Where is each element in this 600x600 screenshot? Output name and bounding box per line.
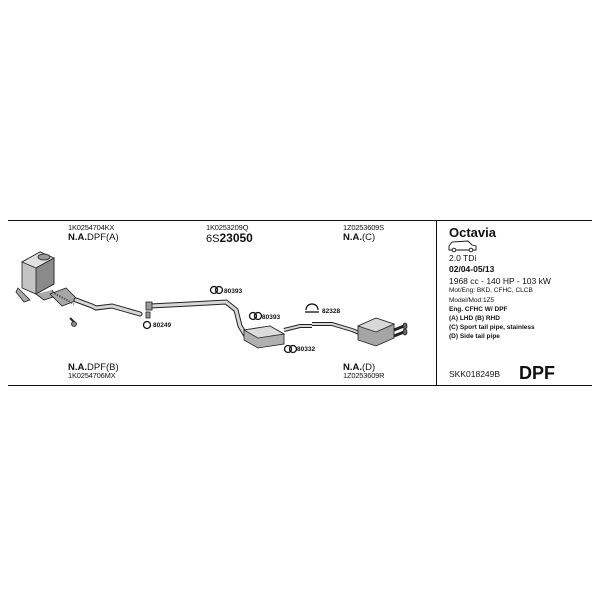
vehicle-eng-line: Eng. CFHC W/ DPF xyxy=(449,306,508,313)
hanger-icon-b xyxy=(248,311,263,321)
part-status-1: N.A. xyxy=(68,232,87,243)
part-note-1: DPF(A) xyxy=(87,232,119,243)
small-part-b: 80393 xyxy=(262,314,281,321)
front-pipe xyxy=(49,287,143,327)
vehicle-dates: 02/04-05/13 xyxy=(449,264,495,274)
part-label-5: N.A.(D) xyxy=(343,363,375,373)
option-a: (A) LHD (B) RHD xyxy=(449,315,500,322)
rear-pipe xyxy=(312,322,363,336)
hanger-icon-a xyxy=(209,285,224,295)
diagram-frame xyxy=(8,220,592,386)
part-label-2: 6S23050 xyxy=(206,232,253,245)
part-note-3: (C) xyxy=(362,232,376,243)
part-number-2: 23050 xyxy=(219,231,253,245)
middle-silencer xyxy=(242,324,312,349)
part-code-1: 1K0254704KX xyxy=(68,223,115,232)
kit-code: SKK018249B xyxy=(449,369,501,379)
ring-icon-d xyxy=(142,320,152,330)
vehicle-model: Octavia xyxy=(449,225,496,240)
part-label-3: N.A.(C) xyxy=(343,233,375,243)
part-status-3: N.A. xyxy=(343,232,362,243)
small-part-c: 82328 xyxy=(322,308,341,315)
part-code-3: 1Z0253609S xyxy=(343,223,384,232)
part-note-4: DPF(B) xyxy=(87,362,119,373)
small-part-e: 80332 xyxy=(297,346,316,353)
dpf-unit xyxy=(15,251,57,303)
option-d: (D) Side tail pipe xyxy=(449,333,500,340)
info-divider xyxy=(436,220,437,386)
vehicle-engine: 2.0 TDi xyxy=(449,253,477,263)
part-prefix-2: 6S xyxy=(206,233,220,245)
hanger-icon-e xyxy=(283,344,298,354)
rear-silencer xyxy=(356,317,408,347)
center-pipe xyxy=(145,299,249,338)
part-label-1: N.A.DPF(A) xyxy=(68,233,119,243)
part-code-2: 1K0253209Q xyxy=(206,223,249,232)
part-note-5: (D) xyxy=(362,362,376,373)
part-code-5: 1Z0253609R xyxy=(343,371,385,380)
small-part-d: 80249 xyxy=(153,322,172,329)
vehicle-mot-eng: Mot/Eng: BKD, CFHC, CLCB xyxy=(449,287,533,294)
clamp-icon-c xyxy=(305,303,319,313)
part-status-5: N.A. xyxy=(343,362,362,373)
part-status-4: N.A. xyxy=(68,362,87,373)
vehicle-specs: 1968 cc - 140 HP - 103 kW xyxy=(449,276,551,286)
kit-type: DPF xyxy=(519,363,555,383)
small-part-a: 80393 xyxy=(224,288,243,295)
part-code-4: 1K0254706MX xyxy=(68,371,116,380)
part-label-4: N.A.DPF(B) xyxy=(68,363,119,373)
option-c: (C) Sport tail pipe, stainless xyxy=(449,324,535,331)
vehicle-model-mod: Model/Mod:1Z5 xyxy=(449,297,495,304)
